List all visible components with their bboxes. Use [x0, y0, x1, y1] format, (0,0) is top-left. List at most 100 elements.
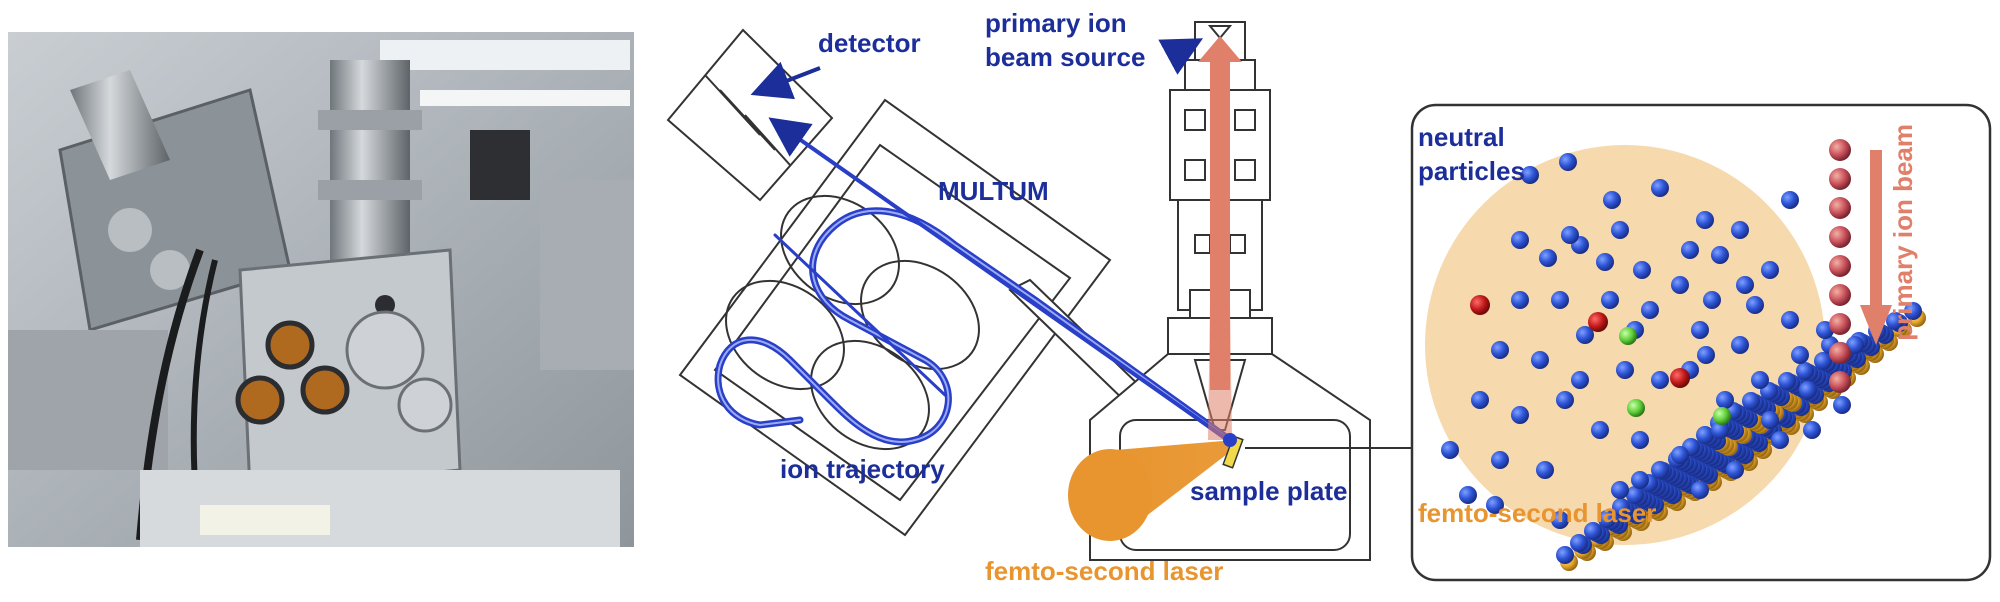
- neutral-particle: [1696, 211, 1714, 229]
- neutral-particle: [1539, 249, 1557, 267]
- neutral-particle: [1781, 191, 1799, 209]
- neutral-particle: [1803, 421, 1821, 439]
- neutral-particle-red: [1670, 368, 1690, 388]
- surface-atom: [1626, 486, 1644, 504]
- neutral-particle: [1791, 346, 1809, 364]
- neutral-particle: [1681, 241, 1699, 259]
- neutral-particle-red: [1588, 312, 1608, 332]
- surface-atom: [1570, 534, 1588, 552]
- label-ion-trajectory: ion trajectory: [780, 454, 945, 484]
- neutral-particle: [1633, 261, 1651, 279]
- neutral-particle: [1651, 461, 1669, 479]
- neutral-particle: [1833, 396, 1851, 414]
- neutral-particle: [1726, 461, 1744, 479]
- instrument-photo: [8, 32, 634, 547]
- surface-atom: [1778, 372, 1796, 390]
- primary-ion-beam-particles: [1829, 139, 1851, 393]
- neutral-particle-green: [1713, 407, 1731, 425]
- label-femto-laser-inset: femto-second laser: [1418, 498, 1656, 528]
- neutral-particle: [1616, 361, 1634, 379]
- label-detector: detector: [818, 28, 921, 58]
- neutral-particle: [1731, 221, 1749, 239]
- label-neutral-line1: neutral: [1418, 122, 1505, 152]
- neutral-particle: [1711, 421, 1729, 439]
- neutral-particle: [1746, 296, 1764, 314]
- neutral-particle: [1511, 231, 1529, 249]
- primary-ion: [1829, 284, 1851, 306]
- neutral-particle: [1691, 481, 1709, 499]
- primary-ion: [1829, 139, 1851, 161]
- neutral-particle: [1601, 291, 1619, 309]
- neutral-particle: [1631, 471, 1649, 489]
- neutral-particle: [1441, 441, 1459, 459]
- inset-beam-arrow: [1860, 150, 1892, 345]
- neutral-particle: [1591, 421, 1609, 439]
- surface-atom: [1796, 362, 1814, 380]
- laser-beam-cone: [1068, 440, 1235, 541]
- primary-ion: [1829, 168, 1851, 190]
- neutral-particle: [1486, 496, 1504, 514]
- neutral-particle: [1731, 336, 1749, 354]
- schematic-labels: detector primary ion beam source MULTUM …: [780, 8, 1348, 586]
- neutral-particle: [1536, 461, 1554, 479]
- neutral-particle: [1459, 486, 1477, 504]
- neutral-particle: [1697, 346, 1715, 364]
- neutral-particle: [1761, 411, 1779, 429]
- surface-atom: [1814, 352, 1832, 370]
- neutral-particle: [1576, 326, 1594, 344]
- neutral-particle: [1651, 371, 1669, 389]
- primary-ion-beam-arrow: [1198, 36, 1242, 440]
- neutral-particle: [1641, 301, 1659, 319]
- label-primary-ion-beam: primary ion beam: [1888, 124, 1918, 341]
- sample-lattice: [1556, 302, 1926, 571]
- surface-atom: [1696, 426, 1714, 444]
- neutral-particle: [1691, 321, 1709, 339]
- neutral-particle: [1781, 311, 1799, 329]
- ion-trajectory-path: [714, 117, 1234, 446]
- neutral-particle: [1559, 153, 1577, 171]
- label-primary-ion-line2: beam source: [985, 42, 1145, 72]
- neutral-particle: [1521, 166, 1539, 184]
- label-primary-ion-line1: primary ion: [985, 8, 1127, 38]
- neutral-particle: [1596, 253, 1614, 271]
- neutral-particle: [1771, 431, 1789, 449]
- surface-atom: [1556, 546, 1574, 564]
- surface-atom: [1904, 302, 1922, 320]
- neutral-particle: [1671, 276, 1689, 294]
- neutral-particle: [1761, 261, 1779, 279]
- label-multum: MULTUM: [938, 176, 1049, 206]
- neutral-particle: [1703, 291, 1721, 309]
- primary-ion: [1829, 371, 1851, 393]
- detector-housing: [666, 28, 834, 202]
- primary-ion: [1829, 226, 1851, 248]
- neutral-particle: [1511, 406, 1529, 424]
- label-sample-plate: sample plate: [1190, 476, 1348, 506]
- primary-ion: [1829, 255, 1851, 277]
- neutral-particle: [1551, 511, 1569, 529]
- neutral-particle: [1556, 391, 1574, 409]
- neutral-particle: [1611, 481, 1629, 499]
- neutral-particle: [1711, 246, 1729, 264]
- label-neutral-line2: particles: [1418, 156, 1525, 186]
- label-femto-laser-schematic: femto-second laser: [985, 556, 1223, 586]
- surface-atom: [1612, 498, 1630, 516]
- neutral-particle: [1799, 381, 1817, 399]
- primary-ion: [1829, 342, 1851, 364]
- neutral-particle: [1611, 221, 1629, 239]
- neutral-particle: [1571, 371, 1589, 389]
- primary-ion: [1829, 197, 1851, 219]
- neutral-particle-green: [1627, 399, 1645, 417]
- neutral-particle: [1561, 226, 1579, 244]
- particle-field: [1441, 153, 1864, 529]
- neutral-particle: [1491, 341, 1509, 359]
- neutral-particle-red: [1470, 295, 1490, 315]
- ablation-inset: primary ion beam neutral particles femto…: [1410, 103, 1992, 582]
- neutral-particle: [1671, 446, 1689, 464]
- neutral-particle: [1736, 276, 1754, 294]
- neutral-particle: [1531, 351, 1549, 369]
- neutral-particle: [1846, 336, 1864, 354]
- neutral-particle: [1631, 431, 1649, 449]
- neutral-particle: [1491, 451, 1509, 469]
